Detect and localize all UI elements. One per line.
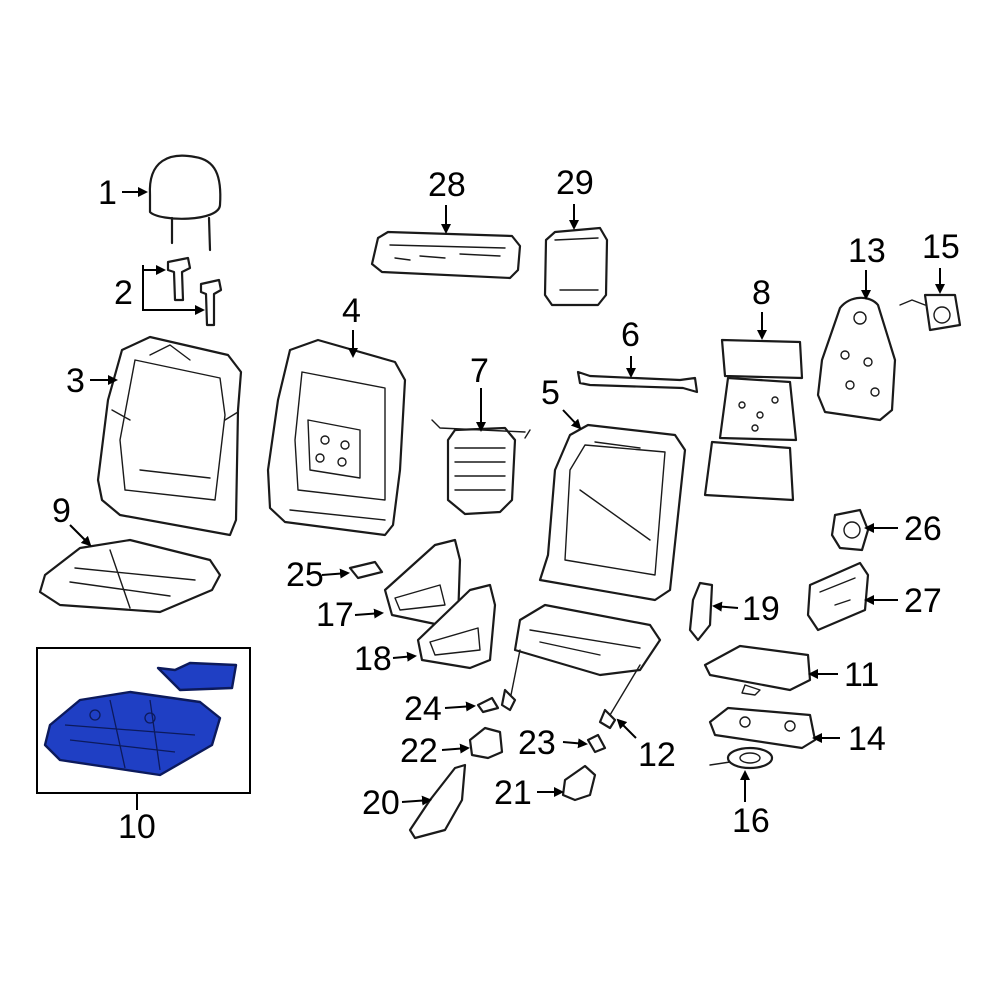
part-harness-connector[interactable] <box>709 746 774 770</box>
callout-16: 16 <box>732 802 770 840</box>
callout-13: 13 <box>848 232 886 270</box>
part-cross-bar[interactable] <box>576 370 699 394</box>
callout-26: 26 <box>904 510 942 548</box>
callout-15: 15 <box>922 228 960 266</box>
part-seat-cushion-highlighted[interactable] <box>43 661 238 777</box>
callout-28: 28 <box>428 166 466 204</box>
part-recliner-cover[interactable] <box>688 581 714 642</box>
callout-27: 27 <box>904 582 942 620</box>
part-seat-back-pad[interactable] <box>266 338 407 537</box>
part-seat-cushion-cover[interactable] <box>38 538 222 614</box>
callout-8: 8 <box>752 274 771 312</box>
callout-17: 17 <box>316 596 354 634</box>
part-end-cap[interactable] <box>561 764 597 802</box>
callout-25: 25 <box>286 556 324 594</box>
part-seat-pan[interactable] <box>703 644 812 696</box>
callout-7: 7 <box>470 352 489 390</box>
part-seat-adjuster[interactable] <box>500 603 662 730</box>
part-seat-back-cover[interactable] <box>96 335 243 537</box>
part-lumbar-motor[interactable] <box>899 293 962 332</box>
callout-12: 12 <box>638 736 676 774</box>
part-control-knob[interactable] <box>830 508 870 552</box>
callout-4: 4 <box>342 292 361 330</box>
callout-labels: 1 2 3 4 5 6 7 8 9 10 11 12 13 14 15 16 1… <box>52 164 960 846</box>
part-track-bracket[interactable] <box>708 706 817 750</box>
callout-3: 3 <box>66 362 85 400</box>
part-headrest-guides[interactable] <box>166 256 223 327</box>
callout-19: 19 <box>742 590 780 628</box>
callout-1: 1 <box>98 174 117 212</box>
part-bracket-22[interactable] <box>468 726 504 760</box>
part-headrest[interactable] <box>148 154 222 252</box>
callout-22: 22 <box>400 732 438 770</box>
callout-9: 9 <box>52 492 71 530</box>
leader-lines <box>69 187 945 810</box>
part-lumbar-plate[interactable] <box>816 296 897 422</box>
callout-5: 5 <box>541 374 560 412</box>
callout-6: 6 <box>621 316 640 354</box>
callout-24: 24 <box>404 690 442 728</box>
callout-20: 20 <box>362 784 400 822</box>
part-side-shield-outer[interactable] <box>416 583 497 670</box>
part-occupant-module[interactable] <box>543 226 609 307</box>
highlight-box <box>36 647 251 794</box>
part-power-switch[interactable] <box>806 561 870 632</box>
callout-21: 21 <box>494 774 532 812</box>
part-heater-pad[interactable] <box>703 338 804 502</box>
callout-18: 18 <box>354 640 392 678</box>
part-seat-control-module[interactable] <box>370 230 522 280</box>
callout-29: 29 <box>556 164 594 202</box>
callout-23: 23 <box>518 724 556 762</box>
part-clip-24[interactable] <box>476 696 500 714</box>
callout-2: 2 <box>114 274 133 312</box>
part-seat-back-frame[interactable] <box>538 423 687 602</box>
part-switch-knob[interactable] <box>348 560 384 580</box>
callout-14: 14 <box>848 720 886 758</box>
part-lumbar-support[interactable] <box>431 419 531 516</box>
part-side-shield-inner[interactable] <box>383 538 462 627</box>
part-side-trim[interactable] <box>408 763 467 840</box>
callout-10: 10 <box>118 808 156 846</box>
part-clip-23[interactable] <box>586 733 607 754</box>
callout-11: 11 <box>844 656 879 694</box>
